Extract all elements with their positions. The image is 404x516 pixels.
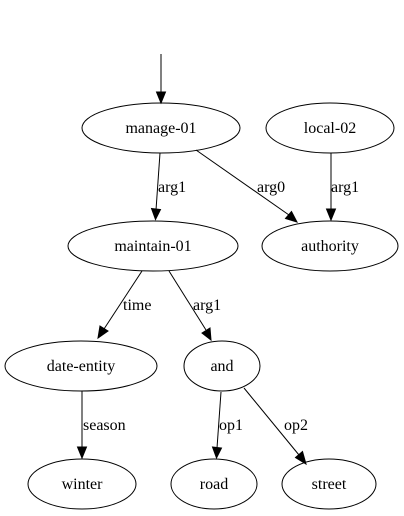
edge-label-manage-maintain: arg1 (158, 179, 186, 196)
edge-label-and-street: op2 (284, 417, 308, 434)
edge-maintain-and: arg1 (168, 270, 221, 342)
node-date-entity: date-entity (4, 340, 158, 392)
node-winter: winter (27, 458, 137, 510)
edge-maintain-date: time (97, 270, 151, 340)
node-label-local-02: local-02 (304, 120, 356, 137)
node-authority: authority (261, 220, 399, 272)
edge-label-date-winter: season (83, 417, 126, 434)
node-local-02: local-02 (265, 102, 395, 154)
edge-manage-maintain: arg1 (150, 152, 186, 221)
node-label-manage-01: manage-01 (125, 120, 196, 137)
node-manage-01: manage-01 (81, 102, 241, 154)
edge-label-maintain-date: time (123, 297, 151, 314)
node-road: road (170, 458, 258, 510)
root-arrow (155, 54, 167, 105)
edge-and-street: op2 (243, 387, 308, 466)
node-label-maintain-01: maintain-01 (114, 238, 191, 255)
edge-label-and-road: op1 (219, 417, 243, 434)
node-label-road: road (200, 476, 228, 493)
edge-and-road: op1 (211, 391, 243, 460)
edge-local-authority: arg1 (325, 153, 359, 222)
node-label-and: and (210, 358, 233, 375)
edge-label-maintain-and: arg1 (193, 297, 221, 314)
node-label-date-entity: date-entity (47, 358, 115, 375)
node-label-street: street (312, 476, 347, 493)
node-maintain-01: maintain-01 (67, 220, 239, 272)
node-and: and (183, 340, 261, 392)
node-street: street (281, 458, 377, 510)
edge-label-local-authority: arg1 (331, 179, 359, 196)
node-label-winter: winter (62, 476, 104, 493)
node-label-authority: authority (301, 238, 359, 255)
edge-date-winter: season (76, 391, 126, 460)
edge-manage-authority: arg0 (195, 149, 298, 223)
edge-label-manage-authority: arg0 (257, 179, 285, 196)
